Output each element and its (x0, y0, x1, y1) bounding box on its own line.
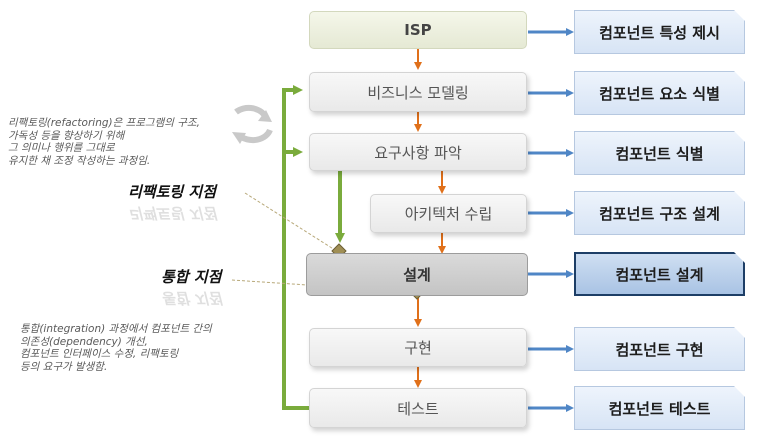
refactoring-note: 리팩토링(refactoring)은 프로그램의 구조, 가독성 등을 향상하기… (8, 117, 200, 167)
component-label: 컴포넌트 설계 (615, 265, 704, 284)
stage-label: 아키텍처 수립 (404, 205, 493, 223)
refactoring-note-line: 가독성 등을 향상하기 위해 (8, 129, 125, 142)
refactoring-note-line: 그 의미나 행위를 그대로 (8, 142, 115, 154)
component-structure-box: 컴포넌트 구조 설계 (574, 191, 745, 235)
stage-label: 테스트 (397, 399, 439, 418)
component-label: 컴포넌트 구현 (615, 340, 704, 359)
feedback-loop-line (282, 85, 309, 410)
refactoring-note-line: 유지한 채 조정 작성하는 과정임. (8, 154, 151, 167)
stage-test: 테스트 (309, 388, 527, 428)
component-identify-box: 컴포넌트 식별 (574, 131, 745, 175)
refactoring-note-line: 리팩토링(refactoring)은 프로그램의 구조, (8, 117, 200, 129)
component-label: 컴포넌트 요소 식별 (599, 84, 720, 103)
integration-note: 통합(integration) 과정에서 컴포넌트 간의 의존성(depende… (20, 323, 212, 373)
refactoring-point-reflection: 리팩토링 지점 (128, 204, 217, 222)
stage-implementation: 구현 (309, 328, 527, 367)
cycle-icon (232, 104, 273, 144)
component-implement-box: 컴포넌트 구현 (574, 327, 745, 371)
component-property-box: 컴포넌트 특성 제시 (574, 10, 745, 54)
stage-design: 설계 (306, 253, 528, 296)
refactoring-point-label: 리팩토링 지점 (128, 183, 217, 201)
stage-label: 비즈니스 모델링 (367, 83, 469, 102)
stage-label: 요구사항 파악 (374, 143, 462, 162)
integration-note-line: 통합(integration) 과정에서 컴포넌트 간의 (20, 323, 212, 335)
stage-label: 설계 (403, 266, 431, 284)
integration-note-line: 컴포넌트 인터페이스 수정, 리팩토링 (20, 348, 179, 360)
refactoring-pointer-line (244, 192, 336, 251)
component-test-box: 컴포넌트 테스트 (574, 386, 745, 430)
component-label: 컴포넌트 특성 제시 (599, 23, 720, 42)
stage-label: ISP (404, 21, 432, 39)
integration-note-line: 등의 요구가 발생함. (20, 360, 108, 373)
stage-isp: ISP (309, 11, 527, 49)
component-design-box: 컴포넌트 설계 (574, 252, 745, 296)
component-label: 컴포넌트 테스트 (608, 399, 711, 418)
stage-requirements: 요구사항 파악 (309, 133, 527, 171)
stage-business-modeling: 비즈니스 모델링 (309, 72, 527, 112)
stage-architecture: 아키텍처 수립 (370, 194, 527, 233)
integration-note-line: 의존성(dependency) 개선, (20, 335, 148, 348)
stage-label: 구현 (404, 339, 432, 357)
integration-point-reflection: 통합 지점 (161, 289, 222, 307)
integration-point-label: 통합 지점 (161, 268, 222, 286)
component-label: 컴포넌트 구조 설계 (599, 204, 720, 223)
component-label: 컴포넌트 식별 (615, 144, 704, 163)
component-element-box: 컴포넌트 요소 식별 (574, 71, 745, 115)
